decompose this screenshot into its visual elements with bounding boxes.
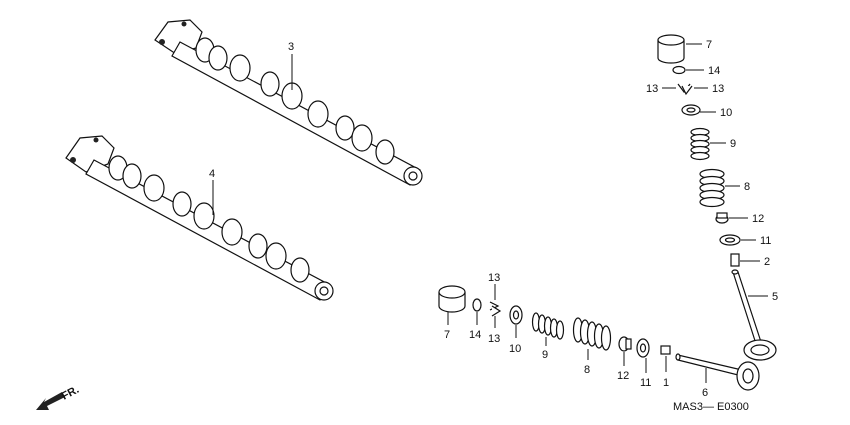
callout-cam-intake: 4 xyxy=(209,168,215,180)
valve-guide-right: 2 xyxy=(730,253,770,268)
cotters-bottom: 13 13 xyxy=(488,272,502,345)
inner-spring-bottom: 9 xyxy=(531,312,565,361)
callout-r-inner-spring: 9 xyxy=(730,138,736,150)
intake-camshaft: 4 xyxy=(65,135,334,301)
callout-b-lifter: 7 xyxy=(444,329,450,341)
callout-cam-exhaust: 3 xyxy=(288,41,294,53)
spring-retainer-bottom: 10 xyxy=(509,305,523,355)
callout-b-inner-spring: 9 xyxy=(542,349,548,361)
exhaust-valve: 5 xyxy=(731,269,778,361)
bottom-valve-assembly: 7 14 13 13 10 xyxy=(438,272,760,399)
spring-seat-bottom: 11 xyxy=(636,338,651,389)
callout-r-shim: 14 xyxy=(708,65,720,77)
stem-seal-bottom: 12 xyxy=(617,336,632,382)
intake-valve: 6 xyxy=(675,353,760,399)
right-valve-assembly: 7 14 13 13 10 xyxy=(646,34,778,361)
outer-spring-bottom: 8 xyxy=(572,317,612,376)
spring-retainer-right: 10 xyxy=(681,104,732,119)
callout-r-guide: 2 xyxy=(764,256,770,268)
front-direction-arrow: FR. xyxy=(36,384,81,410)
callout-r-seal: 12 xyxy=(752,213,764,225)
valve-lifter-bottom: 7 xyxy=(438,285,466,341)
inner-spring-right: 9 xyxy=(690,127,736,161)
callout-b-retainer: 10 xyxy=(509,343,521,355)
callout-r-lifter: 7 xyxy=(706,39,712,51)
callout-b-valve: 6 xyxy=(702,387,708,399)
valve-guide-bottom: 1 xyxy=(660,345,671,389)
callout-b-seat: 11 xyxy=(640,377,651,389)
callout-b-shim: 14 xyxy=(469,329,481,341)
callout-r-outer-spring: 8 xyxy=(744,181,750,193)
callout-b-cotter-bottom: 13 xyxy=(488,333,500,345)
shim-right: 14 xyxy=(672,65,720,77)
callout-b-guide: 1 xyxy=(663,377,669,389)
stem-seal-right: 12 xyxy=(715,212,764,225)
callout-r-valve: 5 xyxy=(772,291,778,303)
outer-spring-right: 8 xyxy=(699,168,750,208)
callout-r-cotter-right: 13 xyxy=(712,83,724,95)
shim-bottom: 14 xyxy=(469,298,482,341)
diagram-code: MAS3— E0300 xyxy=(673,401,749,413)
cotters-right: 13 13 xyxy=(646,83,724,96)
callout-b-outer-spring: 8 xyxy=(584,364,590,376)
callout-r-seat: 11 xyxy=(760,235,771,247)
direction-label: FR. xyxy=(60,384,81,403)
callout-r-cotter-left: 13 xyxy=(646,83,658,95)
spring-seat-right: 11 xyxy=(719,234,771,247)
exhaust-camshaft: 3 xyxy=(154,19,423,186)
callout-b-cotter-top: 13 xyxy=(488,272,500,284)
callout-b-seal: 12 xyxy=(617,370,629,382)
valve-lifter-right: 7 xyxy=(657,34,712,64)
callout-r-retainer: 10 xyxy=(720,107,732,119)
